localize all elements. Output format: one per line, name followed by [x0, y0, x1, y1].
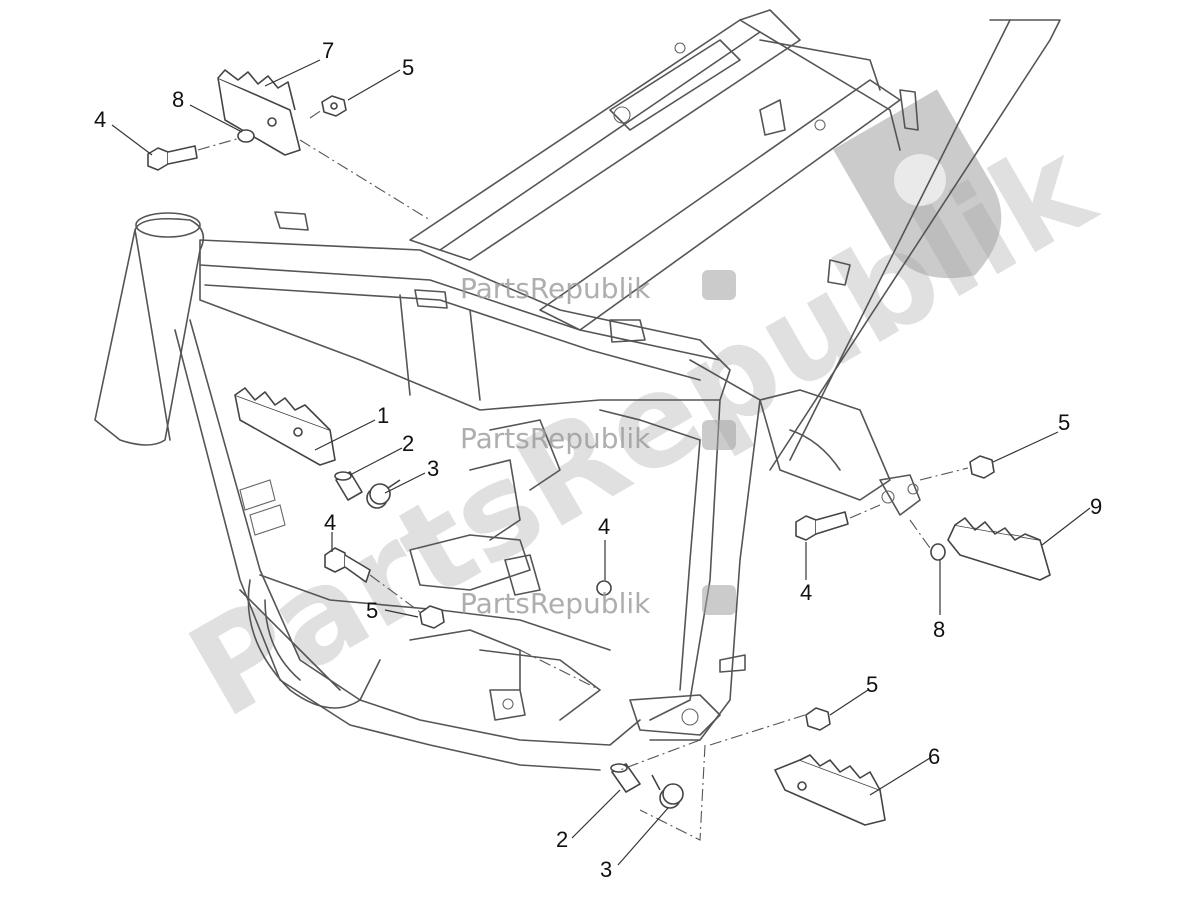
- watermark-small-text-1: PartsRepublik: [460, 272, 651, 305]
- spring-lower: [651, 774, 684, 809]
- pin-left: [334, 471, 363, 501]
- callout-9: 9: [1090, 494, 1102, 519]
- callout-4-left: 4: [324, 510, 336, 535]
- callout-labels: 7 5 8 4 1 2 3 4 4 5 5 9 4 8 5 6 2 3: [94, 38, 1102, 882]
- callout-4-center: 4: [598, 514, 610, 539]
- watermark-small-gear-icon-3: [702, 585, 736, 615]
- assembly-lines: [197, 109, 969, 841]
- callout-6: 6: [928, 744, 940, 769]
- bolt-middle: [324, 547, 371, 583]
- watermark-small-text-3: PartsRepublik: [460, 587, 651, 620]
- callout-4-top: 4: [94, 107, 106, 132]
- bolt-right: [795, 511, 849, 541]
- footpeg-lower: [774, 754, 886, 826]
- leader-lines: [111, 59, 1091, 866]
- callout-1: 1: [377, 403, 389, 428]
- bolt-upper: [147, 145, 198, 171]
- washer-upper: [237, 129, 255, 143]
- watermark-small-1: PartsRepublik: [460, 270, 736, 305]
- watermark-small-gear-icon-2: [702, 420, 736, 450]
- parts: [147, 69, 1051, 826]
- footpeg-left: [234, 387, 336, 466]
- footpeg-right: [947, 517, 1051, 581]
- callout-8-right: 8: [933, 617, 945, 642]
- flange-nut-right: [969, 455, 995, 479]
- spring-left: [366, 479, 401, 509]
- callout-4-right: 4: [800, 580, 812, 605]
- watermark-small-gear-icon-1: [702, 270, 736, 300]
- callout-3-lower: 3: [600, 857, 612, 882]
- flange-nut-lower: [805, 707, 831, 731]
- watermark-small-text-2: PartsRepublik: [460, 422, 651, 455]
- callout-2-lower: 2: [556, 827, 568, 852]
- watermark-large-gear-icon: [833, 89, 1002, 279]
- watermark-small-3: PartsRepublik: [460, 585, 736, 620]
- callout-5-lower: 5: [866, 672, 878, 697]
- watermark-small-2: PartsRepublik: [460, 420, 736, 455]
- callout-3-mid: 3: [427, 456, 439, 481]
- washer-right: [930, 543, 946, 561]
- footpeg-upper-left: [217, 69, 301, 156]
- callout-5-middle: 5: [366, 598, 378, 623]
- motorcycle-frame: [94, 9, 1061, 771]
- flange-nut-middle: [419, 605, 445, 629]
- callout-5-right: 5: [1058, 410, 1070, 435]
- nut-center: [596, 580, 612, 596]
- callout-5-top: 5: [402, 55, 414, 80]
- callout-2-mid: 2: [402, 431, 414, 456]
- pin-lower: [610, 763, 641, 793]
- callout-7: 7: [322, 38, 334, 63]
- callout-8-top: 8: [172, 87, 184, 112]
- flange-nut-upper: [321, 95, 347, 117]
